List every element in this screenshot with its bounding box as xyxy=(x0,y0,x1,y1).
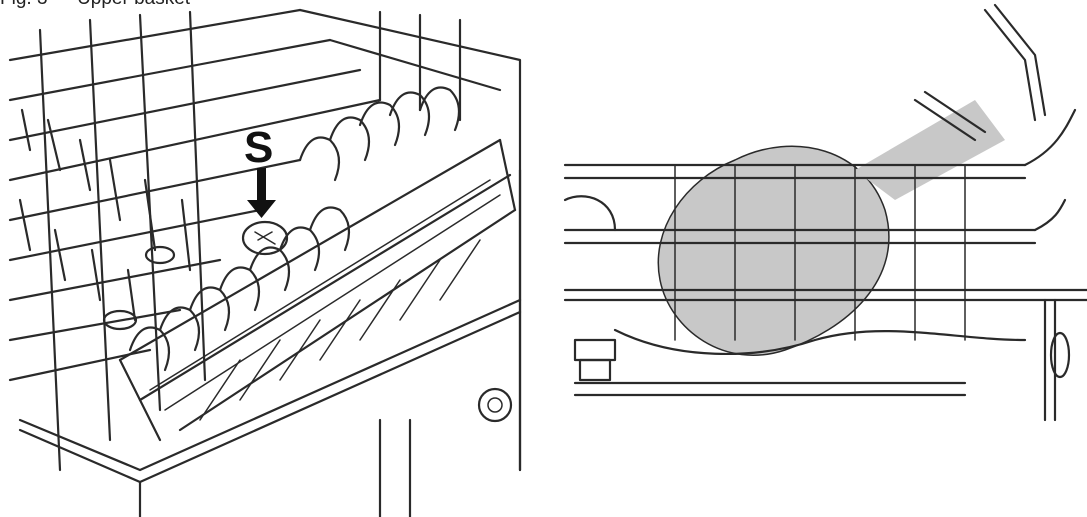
fold-down-tine-row xyxy=(118,86,517,442)
rack-wire-grid xyxy=(8,8,522,517)
rack-side-wires xyxy=(563,3,1087,422)
callout-letter-s: S xyxy=(244,123,273,172)
right-rack-side-view xyxy=(563,3,1087,422)
callout-arrow xyxy=(247,168,276,218)
left-rack-drawing: S xyxy=(8,8,522,517)
top-caption: Fig. 3 — Upper basket xyxy=(0,0,190,10)
left-illustration-panel: S xyxy=(0,0,535,517)
release-handle xyxy=(241,220,289,256)
shaded-utensil xyxy=(855,100,1005,200)
right-illustration-panel xyxy=(555,0,1087,517)
